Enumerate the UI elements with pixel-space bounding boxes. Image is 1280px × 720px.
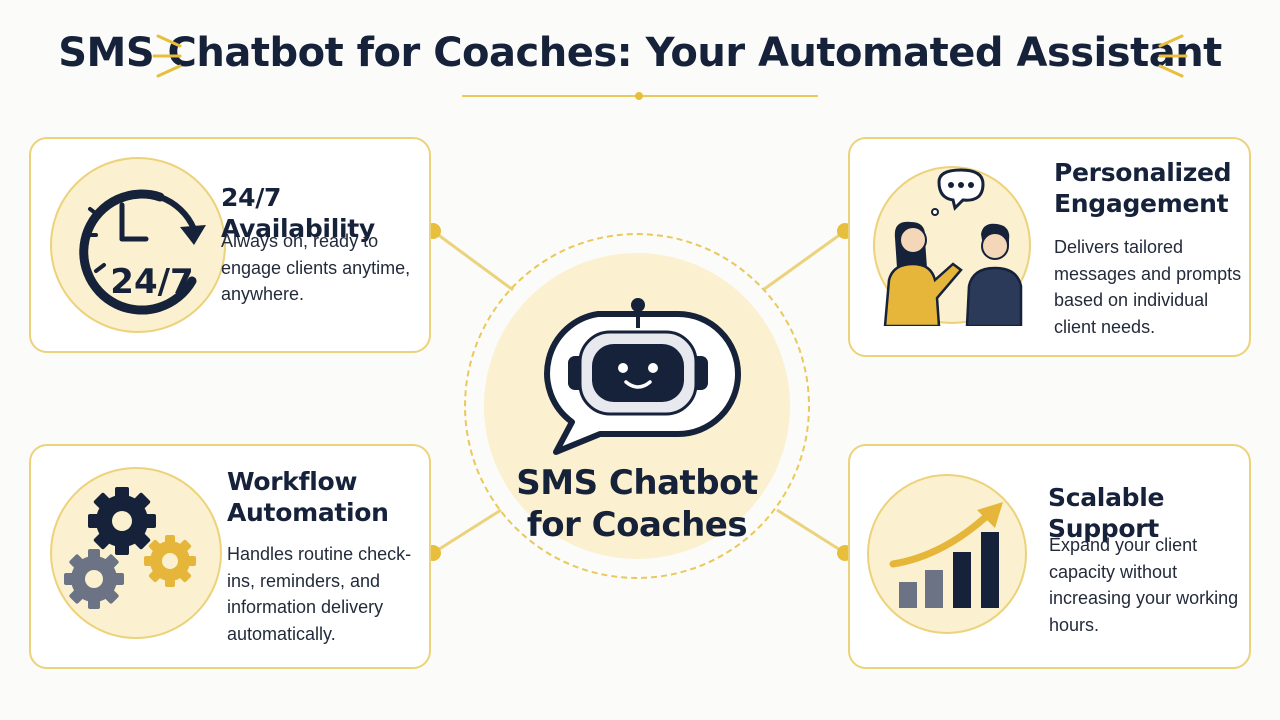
- feature-card-scalable: Scalable Support Expand your client capa…: [848, 444, 1251, 669]
- hub-label: SMS Chatbot for Coaches: [516, 463, 758, 545]
- robot-chat-bubble-icon: [544, 298, 741, 455]
- svg-text:24/7: 24/7: [110, 262, 193, 302]
- title-right-sparkle-icon: [1158, 34, 1188, 78]
- conversation-icon: [883, 168, 1023, 326]
- growth-chart-icon: [889, 502, 1003, 608]
- gears-icon: [64, 487, 196, 609]
- feature-card-automation: Workflow Automation Handles routine chec…: [29, 444, 431, 669]
- connector-bottom-left: [432, 508, 502, 555]
- card-description: Handles routine check-ins, reminders, an…: [227, 544, 412, 644]
- gears-circle: [50, 467, 222, 639]
- card-description: Delivers tailored messages and prompts b…: [1054, 237, 1242, 337]
- card-title: Personalized Engagement: [1054, 158, 1232, 218]
- card-title: Workflow Automation: [227, 467, 389, 527]
- feature-card-availability: 24/7 24/7 Availability Always on, ready …: [29, 137, 431, 353]
- clock-24-7-icon: 24/7: [79, 189, 206, 315]
- feature-card-engagement: Personalized Engagement Delivers tailore…: [848, 137, 1251, 357]
- clock-circle: 24/7: [50, 157, 226, 333]
- card-description: Expand your client capacity without incr…: [1049, 535, 1239, 635]
- connector-top-right: [762, 229, 846, 292]
- card-title: Scalable Support: [1048, 483, 1165, 543]
- page-title: SMS Chatbot for Coaches: Your Automated …: [58, 30, 1222, 76]
- card-description: Always on, ready to engage clients anyti…: [221, 231, 411, 304]
- hub-dashed-ring: [464, 233, 810, 579]
- title-divider-dot: [635, 92, 643, 100]
- conversation-circle: [873, 166, 1031, 326]
- title-left-sparkle-icon: [152, 34, 182, 78]
- card-title: 24/7 Availability: [221, 183, 375, 243]
- connector-top-left: [432, 229, 514, 292]
- growth-chart-circle: [867, 474, 1027, 634]
- connector-bottom-right: [776, 508, 846, 555]
